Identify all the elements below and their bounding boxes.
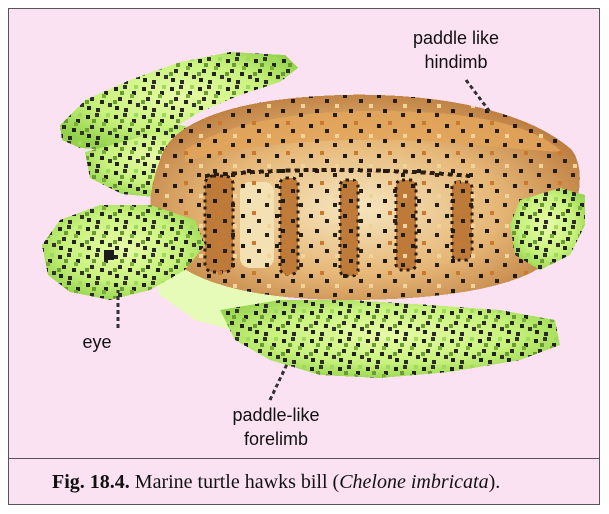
forelimb-label-line1: paddle-like: [216, 403, 336, 427]
carapace-speckles: [150, 95, 580, 300]
hindlimb-label-line2: hindimb: [400, 50, 512, 74]
hindlimb-label-line1: paddle like: [400, 26, 512, 50]
forelimb-pointer: [270, 362, 288, 400]
figure-number: Fig. 18.4.: [52, 471, 130, 493]
figure-caption: Fig. 18.4. Marine turtle hawks bill (Che…: [52, 471, 592, 494]
eye-spot: [104, 250, 114, 260]
caption-text: Marine turtle hawks bill (: [130, 471, 339, 493]
species-name: Chelone imbricata: [339, 471, 488, 493]
hindlimb-label: paddle like hindimb: [400, 26, 512, 74]
lower-flipper-speckles: [220, 300, 560, 378]
caption-divider: [8, 458, 600, 459]
forelimb-label-line2: forelimb: [216, 427, 336, 451]
eye-label: eye: [80, 330, 114, 354]
forelimb-label: paddle-like forelimb: [216, 403, 336, 451]
caption-end: ).: [489, 471, 501, 493]
right-flipper-speckles: [510, 188, 585, 270]
